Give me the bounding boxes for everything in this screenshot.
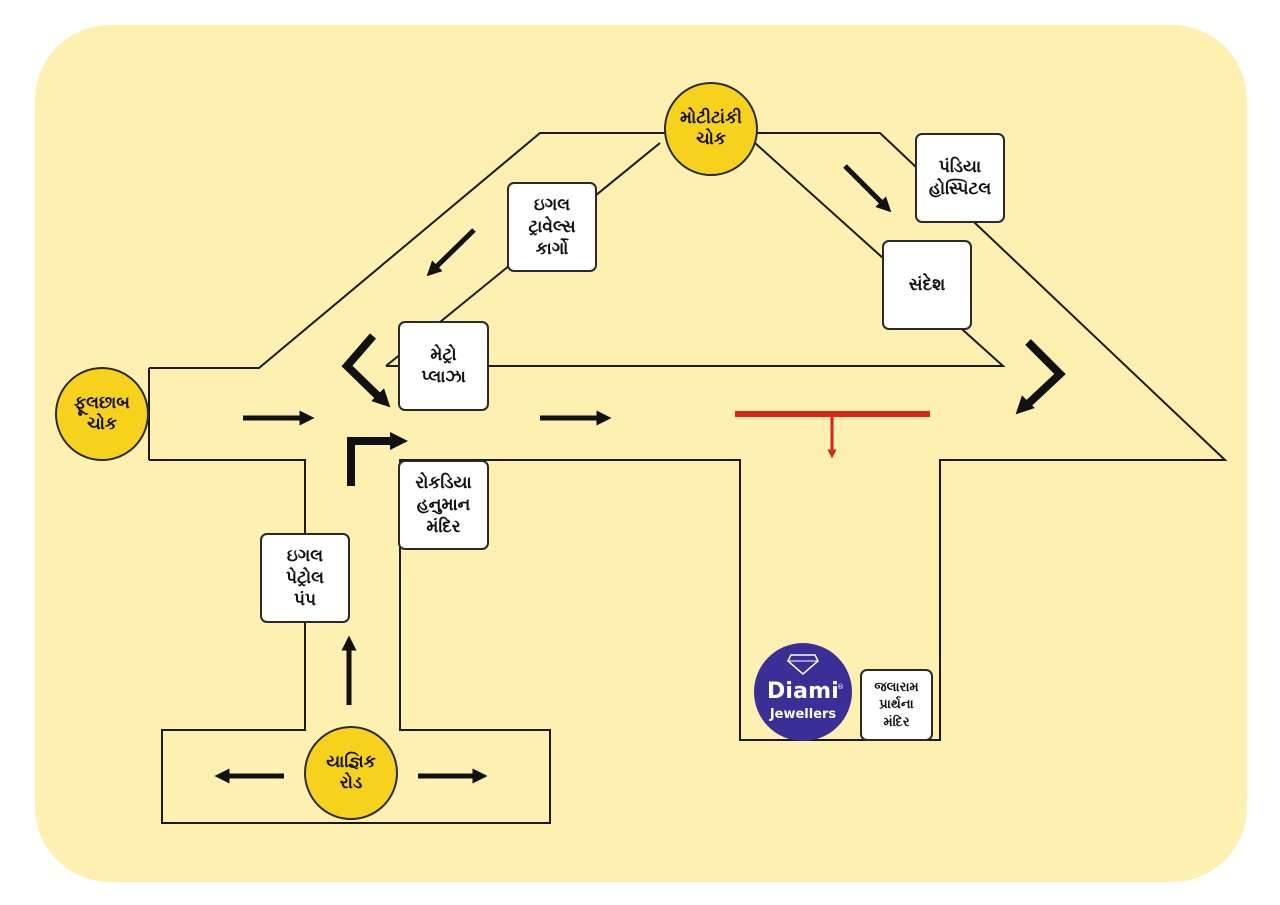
road-inner-diagonal-right bbox=[386, 142, 1006, 367]
chevron-right-tip-icon bbox=[1015, 395, 1035, 415]
yagnik-road-chowk: યાજ્ઞિક રોડ bbox=[304, 726, 398, 820]
eagle-petrol-pump-label: ઇગલ પેટ્રોલ પંપ bbox=[260, 533, 350, 623]
t-stop-marker-icon bbox=[735, 411, 930, 459]
phoolchhab-chowk: ફૂલછાબ ચોક bbox=[55, 367, 149, 461]
arrow-down-right-icon bbox=[843, 164, 892, 213]
sandesh-label: સંદેશ bbox=[882, 240, 972, 330]
chevron-left-tip-icon bbox=[371, 388, 391, 408]
diami-jewellers-logo: Diami ® Jewellers bbox=[754, 643, 852, 741]
diami-brand-subtitle: Jewellers bbox=[769, 707, 837, 722]
chevron-right-icon bbox=[1025, 339, 1066, 407]
diami-brand-name: Diami bbox=[766, 679, 840, 704]
pandya-hospital-label: પંડિયા હોસ્પિટલ bbox=[915, 133, 1005, 223]
diamond-icon bbox=[787, 654, 819, 675]
road-outer-top-left bbox=[149, 132, 668, 369]
chevron-left-icon bbox=[341, 333, 385, 403]
direction-arrows bbox=[214, 164, 1066, 784]
corner-right-icon bbox=[347, 437, 393, 486]
eagle-travels-cargo-label: ઇગલ ટ્રાવેલ્સ કાર્ગો bbox=[507, 182, 597, 272]
registered-mark: ® bbox=[837, 683, 844, 691]
rokadiya-hanuman-mandir-label: રોકડિયા હનુમાન મંદિર bbox=[398, 460, 489, 550]
jalaram-prarthna-mandir-label: જલારામ પ્રાર્થના મંદિર bbox=[860, 669, 933, 741]
moti-tanki-chowk: મોટીટાંકી ચોક bbox=[664, 82, 758, 176]
metro-plaza-label: મેટ્રો પ્લાઝા bbox=[398, 321, 489, 411]
arrow-down-left-icon bbox=[426, 228, 476, 277]
road-outer-top-right bbox=[149, 132, 1228, 824]
map-background bbox=[35, 25, 1247, 882]
